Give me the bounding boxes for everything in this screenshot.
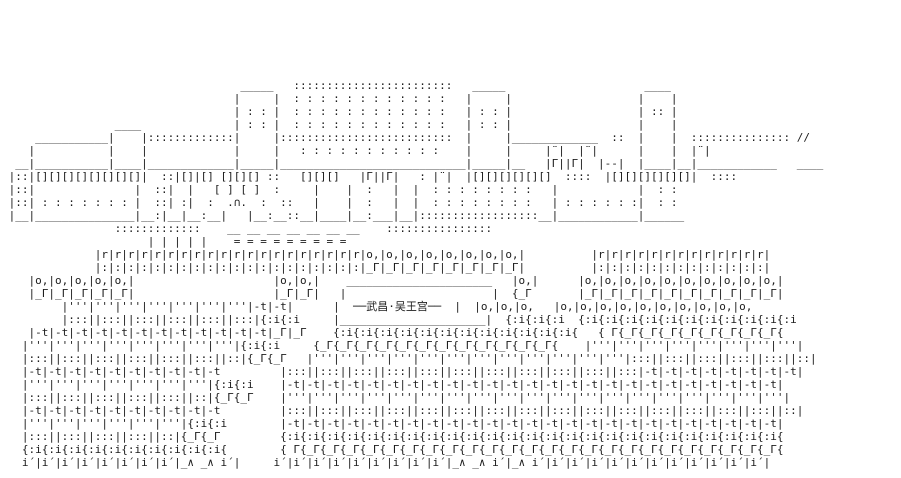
palace-ascii-art-scene: _____ :::::::::::::::::::::::: _____ ___…: [8, 79, 824, 469]
palace-ascii-art: _____ :::::::::::::::::::::::: _____ ___…: [8, 79, 824, 469]
